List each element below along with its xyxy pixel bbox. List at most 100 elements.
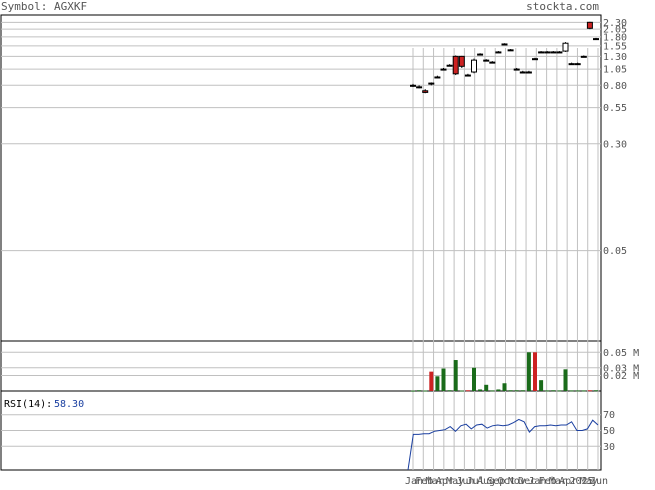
volume-axis: 0.05 M 0.03 M0.02 M (603, 348, 639, 382)
date-tick-label: Dec (518, 476, 536, 486)
candle-body (574, 63, 581, 66)
candle-body (495, 51, 502, 54)
volume-bar (587, 390, 592, 392)
volume-bar (478, 389, 483, 391)
volume-bar (581, 390, 586, 392)
candle-body (532, 58, 538, 61)
volume-panel-frame (0, 340, 602, 392)
date-tick-label: Mar (549, 476, 567, 486)
date-tick-label: Feb (539, 476, 557, 486)
candle-body (513, 68, 520, 71)
rsi-tick-label: 50 (603, 426, 615, 437)
date-tick-label: May (580, 476, 598, 486)
date-tick-label: Sep (487, 476, 505, 486)
price-tick-label: 2.05 (603, 25, 627, 36)
price-tick-label: 0.05 (603, 246, 627, 257)
candle-body (586, 21, 593, 29)
volume-bar (551, 390, 556, 392)
volume-bar (435, 376, 440, 391)
volume-bar (563, 369, 568, 391)
site-name: stockta.com (526, 0, 599, 13)
volume-bar (411, 390, 415, 392)
candle-body (593, 38, 599, 41)
rsi-tick-label: 30 (603, 442, 615, 453)
candle-body (525, 71, 532, 74)
date-tick-label: Nov (508, 476, 526, 486)
volume-bar (569, 390, 574, 392)
date-tick-label: Apr (436, 476, 454, 486)
rsi-axis: 70 50 30 (603, 410, 615, 453)
candle-body (501, 43, 508, 46)
candle-body (556, 51, 563, 54)
volume-bar (508, 390, 513, 392)
volume-tick-label: 0.03 M (603, 363, 639, 374)
volume-bar (447, 390, 452, 392)
candle-body (483, 59, 490, 62)
candle-body (416, 86, 423, 89)
candle-body (507, 49, 514, 52)
volume-bar (490, 390, 495, 392)
candle-body (446, 64, 453, 67)
volume-bar (514, 390, 519, 392)
price-tick-label: 1.05 (603, 65, 627, 76)
candle-body (428, 82, 435, 85)
volume-bar (526, 352, 531, 391)
rsi-label: RSI(14): (4, 399, 52, 410)
price-tick-label: 1.30 (603, 52, 627, 63)
volume-bar (533, 352, 537, 391)
candle-body (538, 51, 545, 54)
volume-bar (453, 360, 458, 391)
candle-body (562, 42, 569, 52)
candle-body (434, 76, 441, 79)
date-tick-label: Aug (477, 476, 495, 486)
date-tick-label: Jun (456, 476, 474, 486)
candle-body (471, 59, 477, 73)
price-tick-label: 0.80 (603, 81, 627, 92)
date-tick-label: Jan (528, 476, 546, 486)
candle-body (422, 90, 429, 93)
price-panel-frame (0, 14, 602, 342)
date-tick-label: Mar (426, 476, 444, 486)
volume-bar (484, 384, 489, 391)
volume-series (411, 352, 598, 392)
date-tick-label: Jul (467, 476, 485, 486)
volume-tick-label: 0.05 M (603, 348, 639, 359)
volume-bar (539, 380, 544, 391)
volume-bar (465, 390, 470, 392)
price-tick-label: 1.55 (603, 41, 627, 52)
candle-body (452, 55, 459, 75)
date-tick-label: 2025 (569, 476, 593, 486)
volume-bar (459, 390, 464, 392)
candle-body (544, 51, 551, 54)
candle-body (519, 71, 526, 74)
candle-body (568, 63, 575, 66)
rsi-line (407, 418, 599, 471)
candle-body (440, 68, 447, 71)
volume-bar (502, 383, 507, 391)
volume-bar (575, 390, 580, 392)
price-tick-label: 1.80 (603, 32, 627, 43)
volume-bar (557, 390, 562, 392)
volume-bar (429, 371, 434, 391)
candle-body (489, 61, 496, 64)
rsi-tick-label: 70 (603, 410, 615, 421)
volume-bar (545, 390, 550, 392)
price-tick-label: 0.55 (603, 103, 627, 114)
candle-body (458, 55, 465, 67)
volume-bar (520, 390, 525, 392)
volume-bar (423, 390, 428, 392)
rsi-value: 58.30 (54, 399, 84, 410)
volume-bar (496, 389, 501, 391)
date-tick-label: Oct (498, 476, 516, 486)
date-tick-label: Jun (590, 476, 608, 486)
symbol-label: Symbol: AGXKF (1, 0, 87, 13)
candle-body (580, 55, 587, 58)
price-tick-label: 0.30 (603, 139, 627, 150)
date-tick-label: May (446, 476, 464, 486)
date-axis: JanFebMarAprMayJunJulAugSepOctNovDecJanF… (405, 476, 608, 487)
volume-tick-label: 0.02 M (603, 371, 639, 382)
price-tick-label: 2.30 (603, 18, 627, 29)
price-axis: 2.302.051.801.551.30 1.05 0.80 0.55 0.30 0.05 (603, 18, 627, 257)
